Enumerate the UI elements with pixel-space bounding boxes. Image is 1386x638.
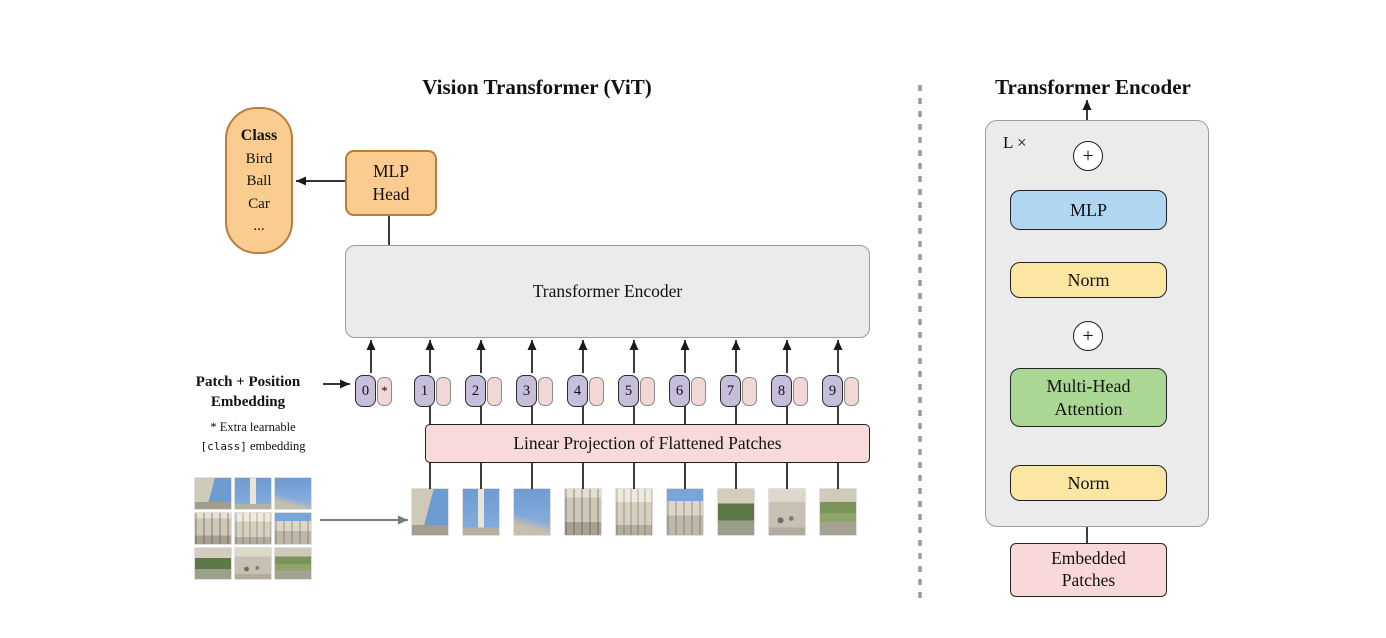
token-number: 0 xyxy=(355,375,376,407)
add-circle-top: + xyxy=(1073,141,1103,171)
image-patch xyxy=(195,478,231,509)
embedding-token-1: 1 xyxy=(414,375,451,407)
multi-head-attention-block: Multi-Head Attention xyxy=(1010,368,1167,427)
vit-title: Vision Transformer (ViT) xyxy=(422,75,652,99)
embedding-token-4: 4 xyxy=(567,375,604,407)
token-patch-embedding xyxy=(538,376,553,406)
token-patch-embedding xyxy=(436,376,451,406)
image-patch xyxy=(275,513,311,544)
embedded-patches-block: Embedded Patches xyxy=(1010,543,1167,597)
norm-block-top: Norm xyxy=(1010,262,1167,298)
transformer-encoder-box: Transformer Encoder xyxy=(345,245,870,338)
flattened-patch xyxy=(514,489,550,535)
token-number: 4 xyxy=(567,375,588,407)
linear-projection-box: Linear Projection of Flattened Patches xyxy=(425,424,870,463)
image-patch xyxy=(235,478,271,509)
input-image-grid xyxy=(195,478,311,579)
flattened-patch xyxy=(667,489,703,535)
token-number: 3 xyxy=(516,375,537,407)
plus-icon: + xyxy=(1082,144,1094,167)
image-patch xyxy=(275,478,311,509)
embedding-token-8: 8 xyxy=(771,375,808,407)
token-patch-embedding xyxy=(844,376,859,406)
note-line-1: * Extra learnable xyxy=(210,420,296,434)
class-item: Ball xyxy=(246,173,272,189)
encoder-panel-title: Transformer Encoder xyxy=(995,75,1191,99)
plus-icon: + xyxy=(1082,324,1094,347)
add-circle-bottom: + xyxy=(1073,321,1103,351)
token-number: 2 xyxy=(465,375,486,407)
flattened-patch xyxy=(412,489,448,535)
loop-count-label: L × xyxy=(1003,133,1027,152)
norm-block-bottom: Norm xyxy=(1010,465,1167,501)
mlp-head-box: MLP Head xyxy=(345,150,437,216)
flattened-patch xyxy=(820,489,856,535)
embedding-token-6: 6 xyxy=(669,375,706,407)
note-line-2: [class] embedding xyxy=(183,437,323,456)
token-number: 1 xyxy=(414,375,435,407)
embedding-token-5: 5 xyxy=(618,375,655,407)
token-patch-embedding: * xyxy=(377,376,392,406)
embedding-token-9: 9 xyxy=(822,375,859,407)
flattened-patch xyxy=(718,489,754,535)
note-line-2-text: embedding xyxy=(246,438,306,453)
mlp-block: MLP xyxy=(1010,190,1167,230)
token-number: 8 xyxy=(771,375,792,407)
class-labels-pill: Class Bird Ball Car ... xyxy=(225,107,293,254)
token-patch-embedding xyxy=(691,376,706,406)
flattened-patch xyxy=(565,489,601,535)
image-patch xyxy=(235,548,271,579)
class-token-code: [class] xyxy=(200,439,247,453)
embedding-token-7: 7 xyxy=(720,375,757,407)
class-header: Class xyxy=(240,126,278,144)
flattened-patch xyxy=(463,489,499,535)
token-patch-embedding xyxy=(793,376,808,406)
class-item: Bird xyxy=(245,150,273,167)
image-patch xyxy=(195,548,231,579)
embedding-token-0: 0 * xyxy=(355,375,392,407)
class-embedding-note: * Extra learnable [class] embedding xyxy=(183,418,323,456)
token-patch-embedding xyxy=(742,376,757,406)
embedding-token-3: 3 xyxy=(516,375,553,407)
token-patch-embedding xyxy=(589,376,604,406)
token-number: 5 xyxy=(618,375,639,407)
patch-position-embedding-label: Patch + Position Embedding xyxy=(195,374,301,411)
token-number: 7 xyxy=(720,375,741,407)
image-patch xyxy=(275,548,311,579)
token-number: 9 xyxy=(822,375,843,407)
token-number: 6 xyxy=(669,375,690,407)
class-item-ellipsis: ... xyxy=(253,218,265,234)
embedding-token-2: 2 xyxy=(465,375,502,407)
image-patch xyxy=(235,513,271,544)
token-patch-embedding xyxy=(640,376,655,406)
class-item: Car xyxy=(248,195,270,212)
left-panel-arrows xyxy=(296,176,843,489)
token-patch-embedding xyxy=(487,376,502,406)
image-patch xyxy=(195,513,231,544)
flattened-patch xyxy=(769,489,805,535)
flattened-patch xyxy=(616,489,652,535)
